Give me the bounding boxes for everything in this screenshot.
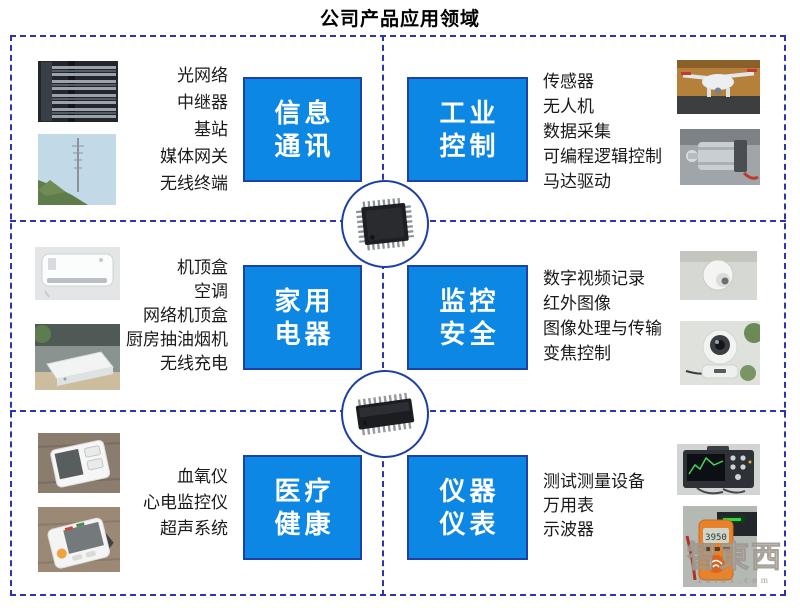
category-box-label: 家用 bbox=[274, 286, 335, 316]
category-box-home-appliances: 家用 电器 bbox=[243, 265, 362, 370]
list-item: 基站 bbox=[194, 120, 228, 139]
set-top-box-icon bbox=[35, 324, 120, 390]
list-item: 中继器 bbox=[177, 93, 228, 112]
category-box-label: 控制 bbox=[439, 131, 500, 161]
list-item: 光网络 bbox=[177, 66, 228, 85]
category-box-label: 健康 bbox=[274, 509, 335, 539]
list-item: 超声系统 bbox=[160, 519, 228, 538]
row3-left-list: 血氧仪 心电监控仪 超声系统 bbox=[98, 464, 228, 542]
list-item: 变焦控制 bbox=[543, 344, 611, 363]
category-box-label: 工业 bbox=[439, 98, 500, 128]
patient-monitor-photo bbox=[38, 507, 120, 572]
dome-camera-icon bbox=[680, 251, 757, 300]
row1-right-list: 传感器 无人机 数据采集 可编程逻辑控制 马达驱动 bbox=[543, 69, 662, 194]
category-box-label: 通讯 bbox=[274, 131, 335, 161]
list-item: 网络机顶盒 bbox=[143, 306, 228, 325]
list-item: 图像处理与传输 bbox=[543, 319, 662, 338]
list-item: 传感器 bbox=[543, 72, 594, 91]
patient-monitor-icon bbox=[38, 507, 120, 572]
dc-motor-icon bbox=[680, 129, 760, 185]
category-box-information-communication: 信息 通讯 bbox=[243, 77, 362, 182]
ptz-camera-icon bbox=[680, 321, 760, 385]
telecom-tower-photo bbox=[38, 134, 116, 205]
category-box-label: 仪表 bbox=[439, 509, 500, 539]
center-divider bbox=[382, 35, 384, 596]
category-box-label: 监控 bbox=[439, 286, 500, 316]
list-item: 无线终端 bbox=[160, 174, 228, 193]
server-rack-photo bbox=[38, 61, 118, 122]
category-box-label: 仪器 bbox=[439, 476, 500, 506]
category-box-label: 医疗 bbox=[274, 476, 335, 506]
list-item: 测试测量设备 bbox=[543, 472, 645, 491]
ptz-camera-photo bbox=[680, 321, 760, 385]
list-item: 数据采集 bbox=[543, 122, 611, 141]
list-item: 媒体网关 bbox=[160, 147, 228, 166]
multimeter-reading: 3950 bbox=[705, 533, 727, 543]
dome-camera-photo bbox=[680, 251, 757, 300]
watermark-subtext: zhidx.com bbox=[698, 575, 772, 585]
list-item: 可编程逻辑控制 bbox=[543, 147, 662, 166]
chip-circle-1 bbox=[341, 180, 429, 268]
sop-chip-icon bbox=[355, 392, 415, 436]
category-box-label: 安全 bbox=[439, 319, 500, 349]
list-item: 红外图像 bbox=[543, 294, 611, 313]
blood-pressure-monitor-photo bbox=[38, 433, 120, 493]
list-item: 心电监控仪 bbox=[143, 493, 228, 512]
row2-right-list: 数字视频记录 红外图像 图像处理与传输 变焦控制 bbox=[543, 266, 662, 366]
category-box-label: 电器 bbox=[274, 319, 335, 349]
list-item: 示波器 bbox=[543, 520, 594, 539]
drone-photo bbox=[677, 60, 760, 114]
list-item: 无线充电 bbox=[160, 354, 228, 373]
list-item: 无人机 bbox=[543, 97, 594, 116]
set-top-box-photo bbox=[35, 324, 120, 390]
category-box-medical-health: 医疗 健康 bbox=[243, 455, 362, 560]
telecom-tower-icon bbox=[38, 134, 116, 205]
category-box-industrial-control: 工业 控制 bbox=[407, 77, 528, 182]
drone-icon bbox=[677, 60, 760, 114]
row1-left-list: 光网络 中继器 基站 媒体网关 无线终端 bbox=[98, 62, 228, 197]
list-item: 空调 bbox=[194, 282, 228, 301]
category-box-instrumentation: 仪器 仪表 bbox=[407, 455, 528, 560]
chip-circle-2 bbox=[341, 370, 429, 458]
multimeter-icon: 3950 bbox=[683, 506, 757, 587]
page-title: 公司产品应用领域 bbox=[319, 9, 480, 30]
row2-left-list: 机顶盒 空调 网络机顶盒 厨房抽油烟机 无线充电 bbox=[88, 256, 228, 376]
list-item: 机顶盒 bbox=[177, 258, 228, 277]
multimeter-photo: 3950 bbox=[683, 506, 757, 587]
dc-motor-photo bbox=[680, 129, 760, 185]
list-item: 厨房抽油烟机 bbox=[126, 330, 228, 349]
list-item: 血氧仪 bbox=[177, 467, 228, 486]
server-rack-icon bbox=[38, 61, 118, 122]
watermark-text: 智東西 bbox=[687, 541, 783, 575]
qfp-chip-icon bbox=[355, 197, 415, 251]
blood-pressure-monitor-icon bbox=[38, 433, 120, 493]
list-item: 马达驱动 bbox=[543, 172, 611, 191]
list-item: 万用表 bbox=[543, 496, 594, 515]
category-box-surveillance-security: 监控 安全 bbox=[407, 265, 528, 370]
oscilloscope-photo bbox=[677, 444, 760, 495]
air-conditioner-icon bbox=[35, 247, 120, 300]
oscilloscope-icon bbox=[677, 444, 760, 495]
row3-right-list: 测试测量设备 万用表 示波器 bbox=[543, 470, 645, 542]
watermark: 智東西 zhidx.com bbox=[676, 541, 794, 586]
category-box-label: 信息 bbox=[274, 98, 335, 128]
list-item: 数字视频记录 bbox=[543, 269, 645, 288]
air-conditioner-photo bbox=[35, 247, 120, 300]
outer-dashed-frame bbox=[10, 35, 786, 596]
